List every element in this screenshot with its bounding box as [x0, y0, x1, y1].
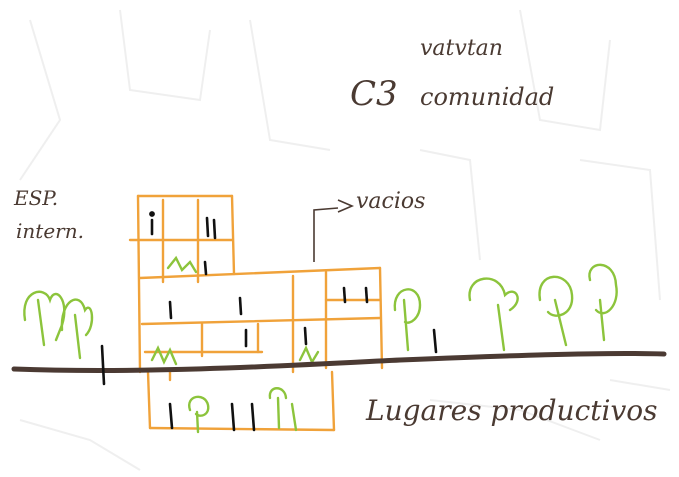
annotation-bottom: Lugares productivos	[365, 394, 658, 427]
annotation-left-line1: ESP.	[13, 186, 58, 210]
annotation-top-prefix: C3	[350, 74, 398, 114]
annotation-voids: vacios	[356, 189, 425, 214]
annotation-top-line1: vatvtan	[420, 36, 503, 61]
ground-line	[14, 353, 664, 370]
voids-pointer	[314, 200, 352, 262]
building-outline	[130, 196, 382, 430]
annotation-top-line2: comunidad	[420, 83, 554, 111]
annotation-left-line2: intern.	[16, 219, 84, 243]
